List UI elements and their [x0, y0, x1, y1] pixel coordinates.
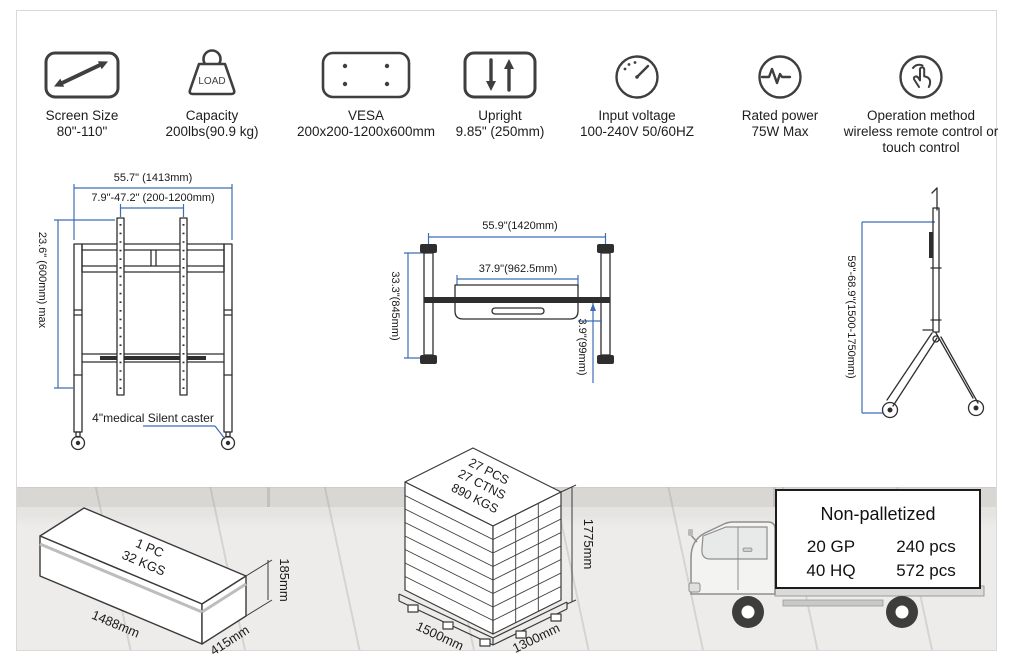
screen-size-icon	[27, 36, 137, 100]
dim-top-width-tray: 37.9"(962.5mm)	[479, 263, 558, 275]
spec-title: Operation method	[866, 108, 976, 123]
upright-icon	[440, 36, 560, 100]
spec-value: 200x200-1200x600mm	[296, 123, 436, 139]
pallet-diagram: 27 PCS 27 CTNS 890 KGS 1500mm 1300mm 177…	[398, 447, 596, 656]
spec-title: Capacity	[185, 108, 239, 123]
dim-top-depth-total: 33.3"(845mm)	[389, 271, 401, 340]
truck-wheels	[732, 596, 918, 628]
shipping-row-quantity: 240 pcs	[896, 537, 956, 556]
carton-diagram: 1 PC 32 KGS 1488mm 415mm 185mm	[39, 507, 292, 658]
shipping-panel: Non-palletized 20 GP 240 pcs 40 HQ 572 p…	[775, 489, 981, 589]
spec-value: 100-240V 50/60HZ	[579, 123, 695, 139]
spec-upright: Upright 9.85" (250mm)	[440, 36, 560, 140]
truck-diagram: Non-palletized 20 GP 240 pcs 40 HQ 572 p…	[688, 489, 985, 628]
shipping-row-container: 40 HQ	[806, 561, 855, 580]
spec-value: 9.85" (250mm)	[455, 123, 545, 139]
rated-power-icon	[715, 36, 845, 100]
content-border	[16, 10, 997, 651]
truck-cab	[688, 521, 776, 595]
spec-title: Screen Size	[45, 108, 119, 123]
shipping-row-container: 20 GP	[807, 537, 855, 556]
front-view-diagram: 55.7" (1413mm) 7.9"-47.2" (200-1200mm) 2…	[36, 172, 236, 451]
spec-operation-method: Operation method wireless remote control…	[838, 36, 1004, 156]
spec-value: 200lbs(90.9 kg)	[165, 123, 259, 139]
spec-title: Upright	[478, 108, 522, 123]
spec-value: wireless remote control or touch control	[843, 123, 999, 155]
pallet-height: 1775mm	[581, 519, 596, 570]
carton-height: 185mm	[277, 558, 292, 601]
dim-side-height-range: 59"-68.9"(1500-1750mm)	[845, 255, 857, 378]
dim-top-tray-depth: 3.9"(99mm)	[576, 318, 588, 375]
dim-front-width-total: 55.7" (1413mm)	[114, 172, 193, 184]
dim-front-height-vesa: 23.6" (600mm) max	[36, 232, 48, 329]
load-badge: LOAD	[198, 76, 225, 87]
dim-top-width-total: 55.9"(1420mm)	[482, 220, 557, 232]
dim-front-width-vesa: 7.9"-47.2" (200-1200mm)	[91, 192, 214, 204]
pallet-length: 1500mm	[414, 618, 466, 653]
spec-vesa: VESA 200x200-1200x600mm	[291, 36, 441, 140]
spec-title: Input voltage	[598, 108, 676, 123]
caster-note: 4"medical Silent caster	[92, 411, 214, 425]
shipping-row-quantity: 572 pcs	[896, 561, 956, 580]
spec-capacity: LOAD Capacity 200lbs(90.9 kg)	[147, 36, 277, 140]
spec-screen-size: Screen Size 80"-110"	[27, 36, 137, 140]
spec-input-voltage: Input voltage 100-240V 50/60HZ	[572, 36, 702, 140]
spec-value: 75W Max	[751, 123, 809, 139]
side-view-diagram: 59"-68.9"(1500-1750mm)	[845, 187, 985, 419]
spec-rated-power: Rated power 75W Max	[715, 36, 845, 140]
input-voltage-icon	[572, 36, 702, 100]
vesa-icon	[291, 36, 441, 100]
shipping-title: Non-palletized	[820, 504, 935, 524]
operation-method-icon	[838, 36, 1004, 100]
top-view-diagram: 55.9"(1420mm) 37.9"(962.5mm) 33.3"(845mm…	[389, 220, 614, 383]
spec-title: VESA	[347, 108, 385, 123]
capacity-icon: LOAD	[147, 36, 277, 100]
spec-title: Rated power	[741, 108, 819, 123]
spec-value: 80"-110"	[56, 123, 108, 139]
